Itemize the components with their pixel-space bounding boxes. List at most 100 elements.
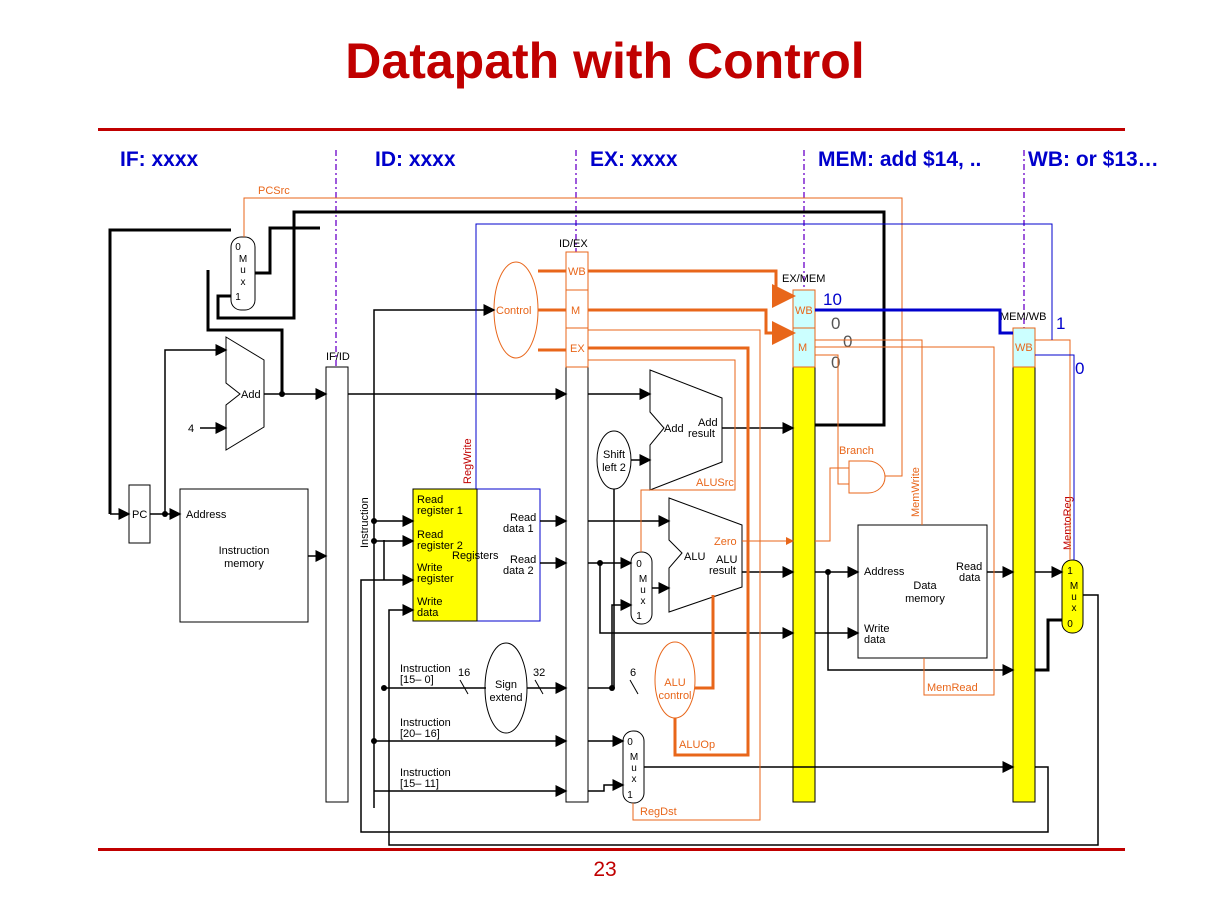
- instr-15-0-label-2: [15– 0]: [400, 674, 434, 686]
- branch-and-gate: [848, 460, 886, 494]
- sign-extend-label-2: extend: [489, 692, 522, 704]
- write-register-label: Write: [417, 562, 442, 574]
- page-number: 23: [593, 858, 617, 881]
- memtoreg-label: MemtoReg: [1062, 496, 1074, 550]
- write-register-label-2: register: [417, 573, 454, 585]
- read-data-1-label: Read: [510, 512, 536, 524]
- data-memory-name-2: memory: [905, 593, 945, 605]
- instr-15-0-label-1: Instruction: [400, 663, 451, 675]
- mem-wb-control-field: [1012, 327, 1036, 368]
- stage-mem-label: MEM: add $14, ..: [818, 148, 982, 171]
- ex-mem-register: [792, 366, 816, 803]
- svg-text:M: M: [1070, 581, 1078, 592]
- stage-if-label: IF: xxxx: [120, 148, 199, 171]
- id-ex-register: [565, 366, 589, 803]
- instruction-memory-address: Address: [186, 509, 227, 521]
- constant-four: 4: [188, 423, 194, 435]
- instr-15-11-label-2: [15– 11]: [400, 778, 439, 790]
- data-memory-write-2: data: [864, 634, 886, 646]
- svg-text:0: 0: [636, 559, 642, 570]
- svg-text:1: 1: [636, 611, 642, 622]
- data-memory-read-2: data: [959, 572, 981, 584]
- id-ex-ex-field: EX: [570, 343, 585, 355]
- ex-mem-m-field: M: [798, 342, 807, 354]
- alusrc-label: ALUSrc: [696, 477, 734, 489]
- data-memory-address: Address: [864, 566, 905, 578]
- stage-dividers: [335, 150, 1025, 378]
- instruction-memory-name-1: Instruction: [219, 545, 270, 557]
- ex-mem-wb-value: 10: [823, 290, 842, 309]
- instr-20-16-label-2: [20– 16]: [400, 728, 440, 740]
- add-result-label-1: Add: [698, 417, 718, 429]
- svg-text:0: 0: [627, 737, 633, 748]
- alu-label: ALU: [684, 551, 705, 563]
- memwrite-label: MemWrite: [910, 467, 922, 517]
- regwrite-wires: [475, 223, 1075, 560]
- instr-15-11-label-1: Instruction: [400, 767, 451, 779]
- svg-text:1: 1: [235, 292, 241, 303]
- alu-src-mux-labels: 0 M u x 1: [636, 559, 647, 622]
- data-memory-name-1: Data: [913, 580, 937, 592]
- if-id-label: IF/ID: [326, 351, 350, 363]
- mem-wb-wb-value: 1: [1056, 314, 1065, 333]
- read-register-2-label-2: register 2: [417, 540, 463, 552]
- instr-20-16-label-1: Instruction: [400, 717, 451, 729]
- control-unit-label: Control: [496, 305, 531, 317]
- svg-text:x: x: [641, 596, 646, 607]
- memtoreg-mux: [1061, 559, 1084, 634]
- svg-text:0: 0: [235, 242, 241, 253]
- branch-label: Branch: [839, 445, 874, 457]
- memtoreg-mux-labels: 1 M u x 0: [1067, 566, 1078, 630]
- ex-mem-wb-field: WB: [795, 305, 813, 317]
- read-register-2-label: Read: [417, 529, 443, 541]
- branch-adder: [649, 369, 723, 491]
- datapath-wires: [110, 304, 1099, 846]
- control-bus-wires: [538, 269, 796, 757]
- ex-mem-m-value-1: 0: [831, 314, 840, 333]
- id-ex-m-field: M: [571, 305, 580, 317]
- alu-result-label-1: ALU: [716, 554, 737, 566]
- ex-mem-control-fields: [792, 289, 816, 368]
- read-data-2-label-2: data 2: [503, 565, 534, 577]
- mem-wb-wb-field: WB: [1015, 342, 1033, 354]
- alu-control-label-1: ALU: [664, 677, 685, 689]
- read-data-2-label: Read: [510, 554, 536, 566]
- svg-text:1: 1: [627, 790, 633, 801]
- instruction-memory: [179, 488, 309, 623]
- svg-text:M: M: [639, 574, 647, 585]
- alu-result-label-2: result: [709, 565, 736, 577]
- bus-width-ticks: [459, 679, 639, 695]
- sign-extend-label-1: Sign: [495, 679, 517, 691]
- pcsrc-label: PCSrc: [258, 185, 290, 197]
- alu-control-label-2: control: [658, 690, 691, 702]
- svg-text:0: 0: [1067, 619, 1073, 630]
- id-ex-wb-field: WB: [568, 266, 586, 278]
- pc-label: PC: [132, 509, 147, 521]
- svg-text:M: M: [239, 254, 247, 265]
- write-data-label-2: data: [417, 607, 439, 619]
- svg-text:u: u: [631, 763, 637, 774]
- svg-text:x: x: [632, 774, 637, 785]
- mem-wb-register: [1012, 366, 1036, 803]
- instruction-memory-name-2: memory: [224, 558, 264, 570]
- read-register-1-label-2: register 1: [417, 505, 463, 517]
- pc-adder-label: Add: [241, 389, 261, 401]
- register-file-inputs-highlight: [412, 488, 478, 622]
- data-memory-read-1: Read: [956, 561, 982, 573]
- svg-text:1: 1: [1067, 566, 1073, 577]
- stage-ex-label: EX: xxxx: [590, 148, 678, 171]
- branch-adder-label: Add: [664, 423, 684, 435]
- stage-id-label: ID: xxxx: [375, 148, 456, 171]
- bottom-divider: [98, 848, 1125, 851]
- svg-text:M: M: [630, 752, 638, 763]
- data-memory: [857, 524, 988, 659]
- memread-label: MemRead: [927, 682, 978, 694]
- junction-dots: [162, 391, 831, 744]
- bits-16-label: 16: [458, 667, 470, 679]
- svg-text:u: u: [640, 585, 646, 596]
- read-register-1-label: Read: [417, 494, 443, 506]
- instruction-label: Instruction: [359, 497, 371, 548]
- read-data-1-label-2: data 1: [503, 523, 534, 535]
- mem-wb-label: MEM/WB: [1000, 311, 1046, 323]
